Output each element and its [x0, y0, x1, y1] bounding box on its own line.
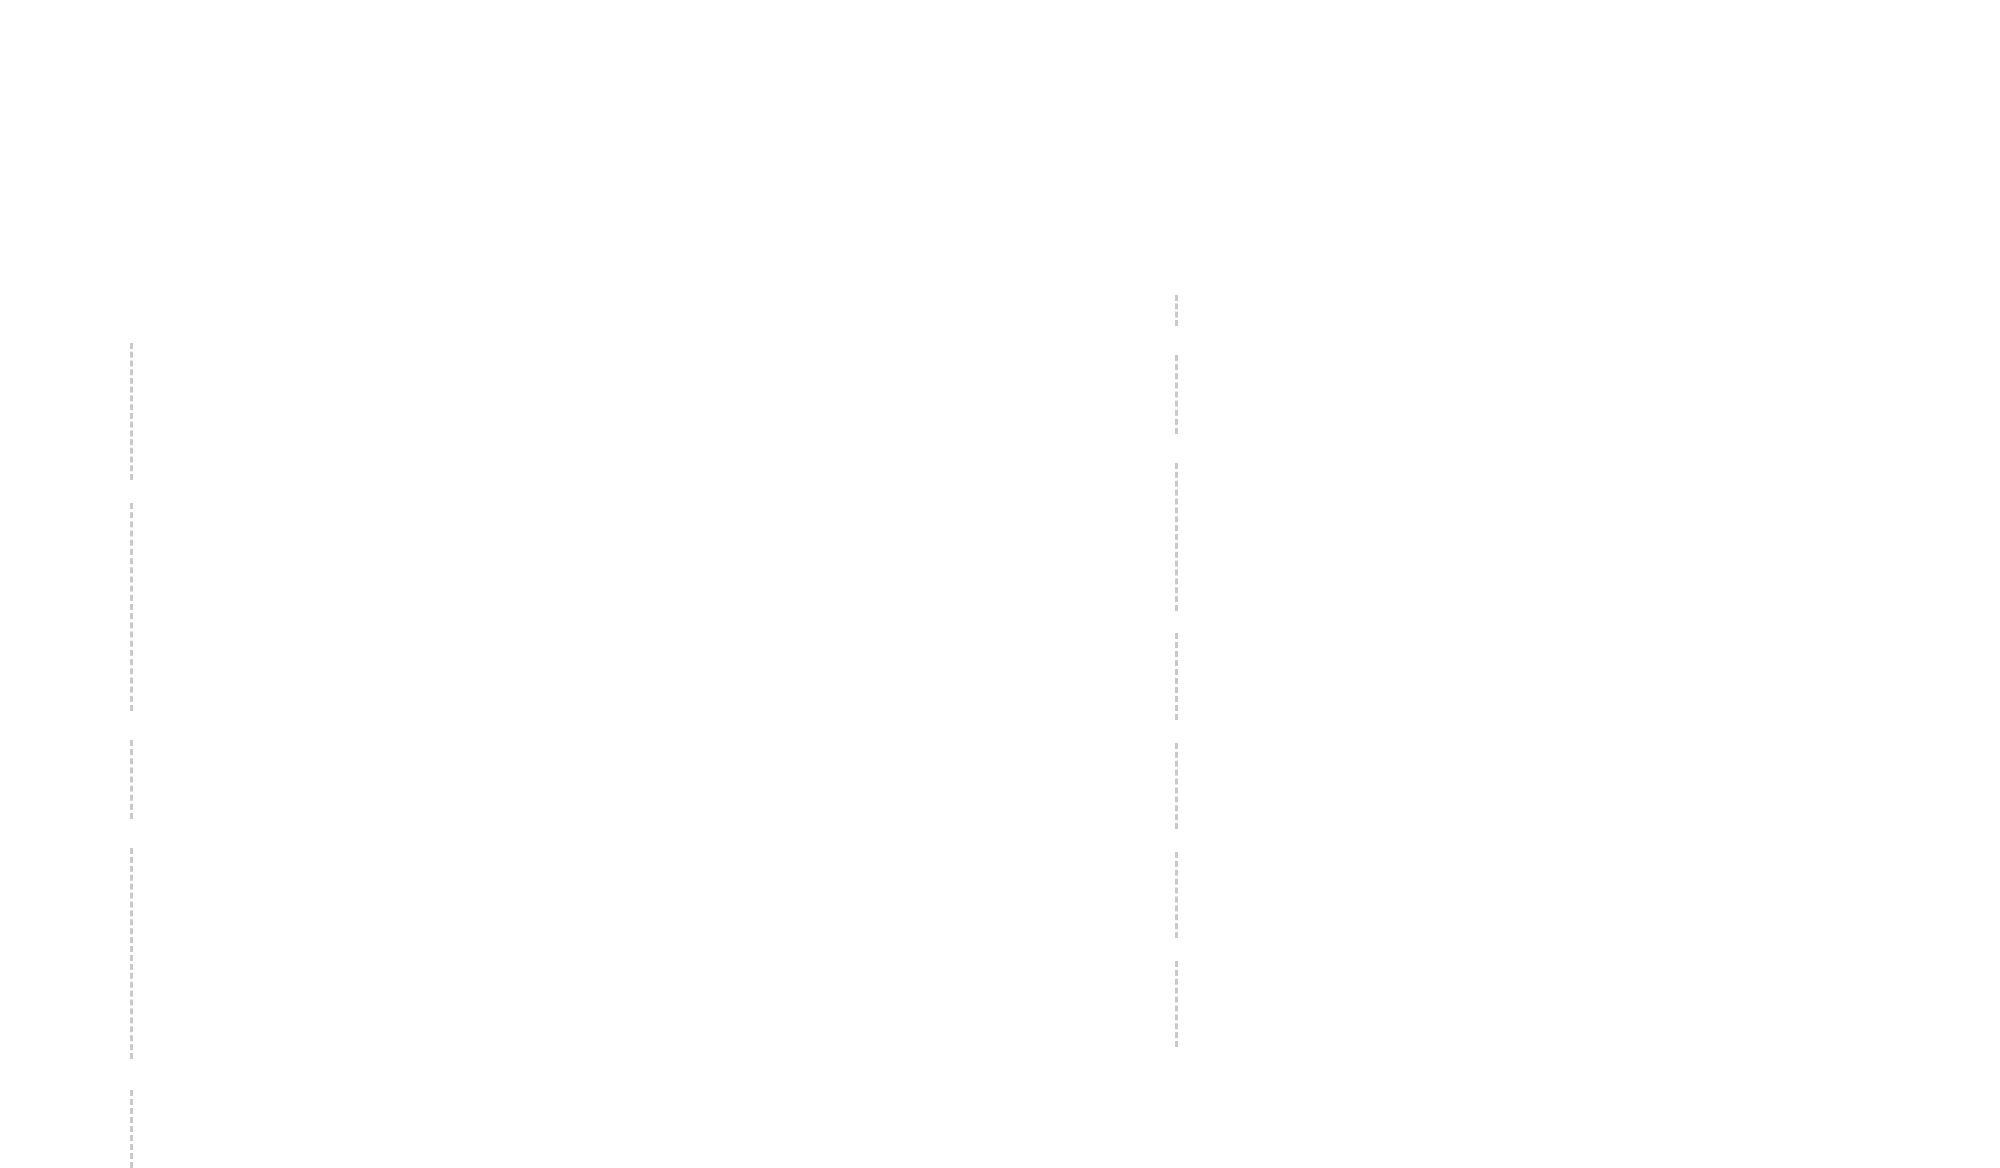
right-placeholder-block — [1175, 295, 1183, 326]
loading-placeholder-line — [1175, 852, 1182, 938]
loading-placeholder-line — [130, 848, 137, 1059]
loading-placeholder-line — [1175, 633, 1182, 720]
right-placeholder-block — [1175, 355, 1183, 434]
loading-placeholder-line — [1175, 355, 1182, 434]
right-placeholder-block — [1175, 463, 1183, 611]
left-placeholder-block — [130, 740, 138, 819]
right-placeholder-block — [1175, 743, 1183, 829]
loading-placeholder-line — [130, 740, 137, 819]
loading-placeholder-line — [1175, 743, 1182, 829]
loading-placeholder-line — [130, 343, 137, 480]
loading-placeholder-line — [130, 1090, 137, 1168]
loading-placeholder-line — [130, 503, 137, 711]
left-placeholder-block — [130, 848, 138, 1059]
left-placeholder-block — [130, 503, 138, 711]
right-placeholder-block — [1175, 961, 1183, 1047]
loading-placeholder-line — [1175, 961, 1182, 1047]
loading-placeholder-line — [1175, 295, 1182, 326]
right-placeholder-block — [1175, 633, 1183, 720]
loading-placeholder-line — [1175, 463, 1182, 611]
left-placeholder-block — [130, 1090, 138, 1168]
left-placeholder-block — [130, 343, 138, 480]
right-placeholder-block — [1175, 852, 1183, 938]
